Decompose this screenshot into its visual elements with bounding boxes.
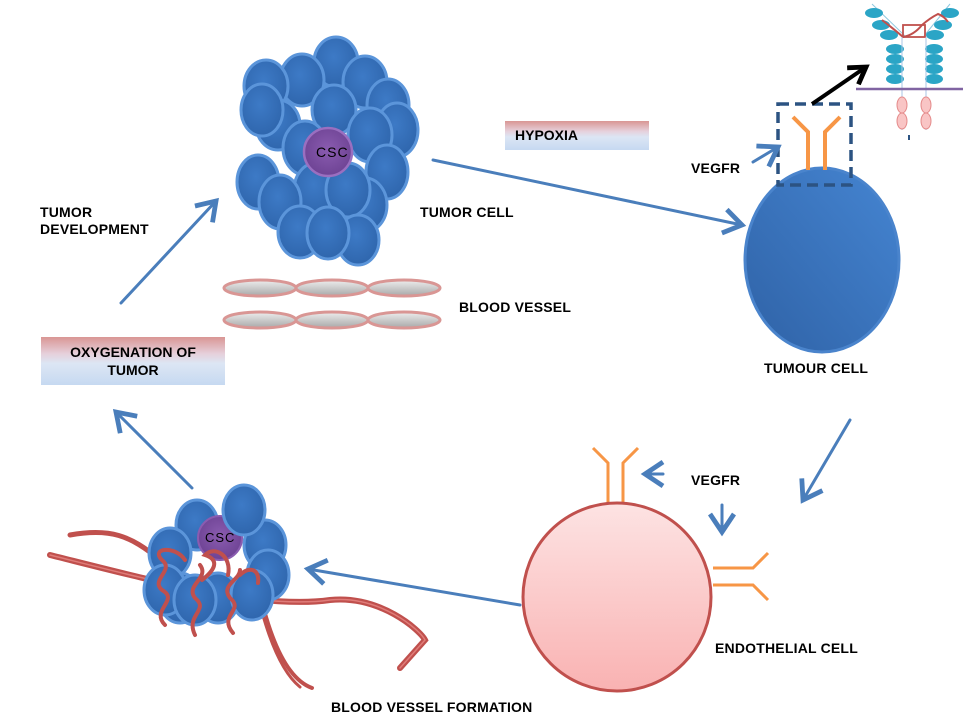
tumor-development-line2: DEVELOPMENT [40, 221, 149, 237]
vegfr-label-bottom: VEGFR [691, 472, 741, 488]
receptor-detail-diagram [856, 3, 963, 140]
endothelial-cell-label: ENDOTHELIAL CELL [715, 640, 858, 656]
csc-label-top: CSC [316, 144, 349, 160]
tumor-cell-bottom-overlap [221, 483, 267, 537]
csc-label-bottom: CSC [205, 530, 236, 545]
arrow-to-oxygenation [112, 408, 194, 490]
tumor-development-label: TUMOR DEVELOPMENT [40, 204, 149, 238]
tumor-cell-label: TUMOR CELL [420, 204, 514, 220]
vegfr-receptor-endothelial-side [713, 551, 770, 602]
endothelial-cell-body [521, 501, 713, 693]
arrow-tumor-development [119, 197, 219, 305]
arrow-vegfr-top [751, 143, 782, 168]
detail-arrow [810, 64, 870, 106]
tumour-cell-body [743, 166, 901, 354]
hypoxia-box: HYPOXIA [505, 121, 649, 150]
csc-cell-top [302, 126, 354, 178]
vegfr-label-top: VEGFR [691, 160, 741, 176]
tumor-development-line1: TUMOR [40, 204, 93, 220]
arrow-to-vessel-formation [303, 557, 522, 607]
oxygenation-box: OXYGENATION OF TUMOR [41, 337, 225, 385]
blood-vessel-label: BLOOD VESSEL [459, 299, 572, 315]
oxygenation-line2: TUMOR [107, 362, 159, 378]
vegfr-receptor-endothelial-top [591, 446, 640, 505]
blood-vessel-segments [222, 278, 442, 330]
flow-arrows [112, 143, 852, 607]
arrow-to-endothelial [799, 418, 852, 504]
vessel-coils [156, 547, 261, 637]
oxygenation-line1: OXYGENATION OF [70, 344, 196, 360]
vegfr-receptor-tumour [791, 115, 842, 170]
arrow-to-tumour-cell [431, 158, 747, 236]
tumour-cell-label: TUMOUR CELL [764, 360, 869, 376]
blood-vessel-formation-label: BLOOD VESSEL FORMATION [331, 699, 533, 715]
hypoxia-label: HYPOXIA [515, 127, 579, 143]
